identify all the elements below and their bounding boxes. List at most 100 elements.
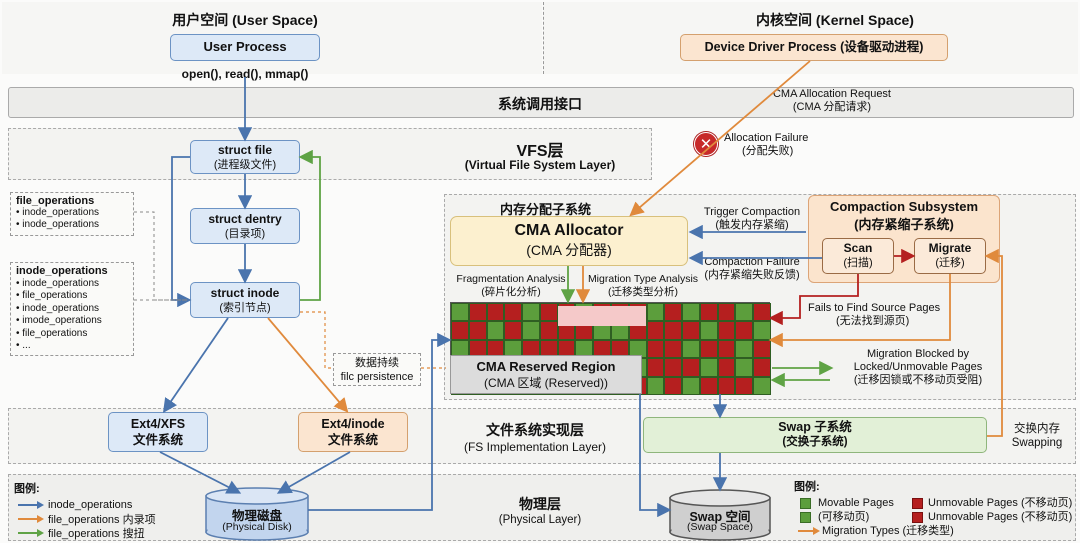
fails-find-source-zh: (无法找到源页) — [836, 315, 910, 327]
page-cell — [699, 376, 718, 395]
user-space-title: 用户空间 (User Space) — [172, 12, 318, 28]
page-cell — [699, 303, 718, 322]
alloc-failure-en: Allocation Failure — [724, 132, 809, 144]
page-cell — [539, 303, 558, 322]
physical-subtitle: (Physical Layer) — [498, 514, 582, 526]
ext4xfs-box: Ext4/XFS 文件系统 — [108, 412, 208, 452]
migration-types-arrow — [798, 527, 820, 535]
cma-request-en: CMA Allocation Request — [772, 88, 891, 100]
legend-left-item-1: file_operations 内录项 — [18, 512, 194, 526]
frag-analysis-label: Fragmentation Analysis (碎片化分析) — [446, 273, 576, 299]
swap-space-shape — [669, 489, 771, 541]
page-cell — [682, 376, 700, 395]
persistence-en: filc persistence — [340, 371, 414, 383]
legend-right-title: 图例: — [794, 481, 820, 493]
migrate-label: Migrate — [928, 241, 972, 255]
page-cell — [699, 358, 718, 377]
vfs-subtitle: (Virtual File System Layer) — [464, 158, 616, 172]
struct-file-box: struct file (进程级文件) — [190, 140, 300, 174]
movable-zh-label: (可移动页) — [818, 511, 870, 523]
inode-ops-item-3: • imode_operations — [16, 315, 102, 326]
arrow-inode-persistence — [300, 311, 333, 369]
device-driver-label: Device Driver Process (设备驱动进程) — [704, 40, 924, 54]
page-cell — [504, 321, 523, 340]
page-cell — [735, 358, 754, 377]
compaction-title: Compaction Subsystem — [829, 199, 979, 214]
page-cell — [646, 321, 665, 340]
page-cell — [504, 303, 523, 322]
cma-reserved-name: CMA Reserved Region — [476, 359, 616, 374]
ext4inode-l1: Ext4/inode — [321, 417, 385, 431]
trigger-compaction-en: Trigger Compaction — [703, 206, 801, 218]
struct-dentry-name: struct dentry — [208, 212, 282, 226]
swap-space-en: (Swap Space) — [687, 521, 753, 533]
cma-request-zh: (CMA 分配请求) — [792, 101, 872, 113]
page-cell — [664, 321, 683, 340]
page-cell — [682, 321, 700, 340]
page-cell — [717, 358, 736, 377]
ext4inode-l2: 文件系统 — [327, 433, 378, 447]
page-cell — [664, 303, 683, 322]
page-cell — [753, 321, 771, 340]
page-cell — [486, 303, 505, 322]
alloc-failure-zh: (分配失败) — [742, 145, 794, 157]
user-process-label: User Process — [203, 39, 287, 54]
movable-swatch — [800, 498, 811, 509]
struct-file-name: struct file — [217, 143, 272, 157]
swap-subsystem-box: Swap 子系统 (交换子系统) — [643, 417, 987, 453]
page-cell — [664, 358, 683, 377]
fails-find-source-en: Fails to Find Source Pages — [808, 302, 941, 314]
page-cell — [646, 358, 665, 377]
vfs-title: VFS层 — [516, 143, 564, 160]
cma-allocator-name: CMA Allocator — [514, 222, 624, 239]
frag-analysis-zh: (碎片化分析) — [481, 286, 541, 298]
legend-left-item-0: inode_operations — [18, 498, 194, 512]
physical-zone — [8, 474, 1076, 541]
scan-zh: (扫描) — [843, 257, 873, 269]
movable-label: Movable Pages — [818, 497, 894, 509]
file-ops-item-0: • inode_operations — [16, 207, 100, 218]
arrow-ext4xfs-disk — [159, 451, 242, 494]
page-cell — [646, 339, 665, 359]
page-cell — [753, 358, 771, 377]
arrow-inode-file-green — [298, 149, 321, 301]
alloc-failure-label: Allocation Failure (分配失败) — [724, 132, 808, 158]
page-cell — [451, 321, 469, 340]
ext4inode-box: Ext4/inode 文件系统 — [298, 412, 408, 452]
page-cell — [664, 376, 683, 395]
page-cell — [646, 303, 665, 322]
legend-left-item-2: file_operations 搜扭 — [18, 526, 194, 540]
page-cell — [451, 303, 469, 322]
syscalls-label: open(), read(), mmap() — [181, 67, 309, 81]
arrow-migrate-grid — [768, 274, 951, 348]
fs-impl-subtitle: (FS Implementation Layer) — [463, 440, 607, 454]
mem-subsystem-title: 内存分配子系统 — [500, 202, 592, 217]
migration-types-label: Migration Types (迁移类型) — [822, 525, 954, 537]
cma-request-label: CMA Allocation Request (CMA 分配请求) — [752, 88, 912, 114]
arrow-fails-find-source — [768, 274, 859, 326]
unmovable-swatch-2 — [912, 512, 923, 523]
ext4xfs-l1: Ext4/XFS — [130, 417, 186, 431]
physical-title: 物理层 — [519, 496, 561, 512]
swap-subsystem-zh: (交换子系统) — [782, 436, 848, 448]
syscall-interface-label: 系统调用接口 — [498, 96, 582, 112]
inode-ops-list: inode_operations • inode_operations • fi… — [10, 262, 134, 356]
page-cell — [735, 321, 754, 340]
page-cell — [735, 303, 754, 322]
legend-left-title: 图例: — [14, 483, 40, 495]
legend-left: 图例: inode_operations file_operations 内录项… — [14, 480, 194, 540]
ext4xfs-l2: 文件系统 — [132, 433, 183, 447]
scan-label: Scan — [843, 241, 873, 255]
migration-blocked-l3: (迁移因锁或不移动页受阻) — [853, 374, 983, 386]
struct-file-zh: (进程级文件) — [213, 159, 277, 171]
unmovable-swatch — [912, 498, 923, 509]
inode-ops-item-0: • inode_operations — [16, 277, 100, 289]
physical-disk-shape — [205, 487, 309, 541]
page-cell — [468, 321, 487, 340]
migrate-zh: (迁移) — [935, 257, 965, 269]
page-cell — [539, 321, 558, 340]
page-cell — [717, 376, 736, 395]
arrow-fileops-dashed — [134, 211, 188, 301]
